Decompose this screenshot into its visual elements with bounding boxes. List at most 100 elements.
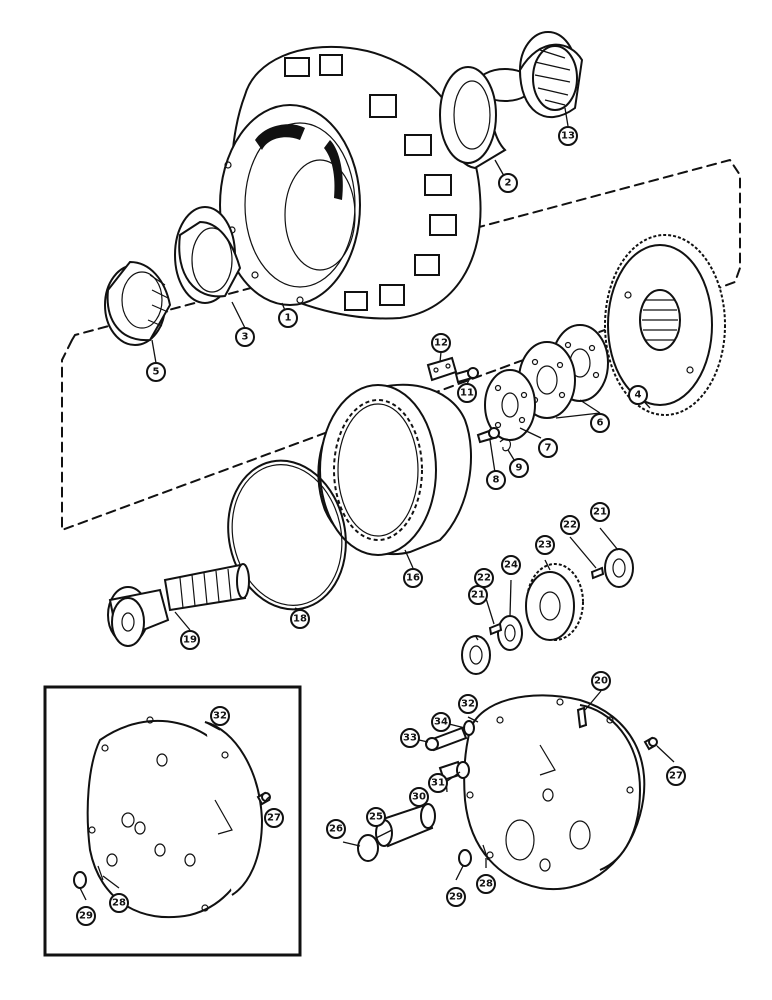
planet-washer [497,615,523,651]
seal-bottom-right [458,849,472,867]
planet-thrust-washers [461,548,634,675]
callout-30: 30 [409,787,429,807]
svg-text:11: 11 [460,388,474,399]
callout-1: 1 [278,308,298,328]
seal-inset [73,871,87,889]
callout-9: 9 [509,458,529,478]
callout-19: 19 [180,630,200,650]
end-cover-inset [86,716,264,919]
leader-lines [79,107,675,901]
callout-31: 31 [428,773,448,793]
callout-29-inset: 29 [76,906,96,926]
callout-2: 2 [498,173,518,193]
svg-text:27: 27 [267,813,281,824]
callout-22-left: 22 [474,568,494,588]
callout-22-right: 22 [560,515,580,535]
callout-29-right: 29 [446,887,466,907]
callout-24: 24 [501,555,521,575]
o-ring [227,459,347,611]
callout-3: 3 [235,327,255,347]
callout-13: 13 [558,126,578,146]
callout-21-left: 21 [468,585,488,605]
disconnect-pin [375,803,436,848]
svg-text:21: 21 [471,590,485,601]
o-ring-small [357,834,379,862]
svg-text:2: 2 [505,178,512,189]
svg-text:31: 31 [431,778,445,789]
svg-text:16: 16 [406,573,420,584]
bearing-cup-inner [174,206,242,304]
svg-text:29: 29 [449,892,463,903]
callout-25: 25 [366,807,386,827]
svg-text:25: 25 [369,812,383,823]
inset-frame [43,685,302,957]
svg-text:4: 4 [635,390,642,401]
svg-text:32: 32 [213,711,227,722]
planet-carrier-gear [604,234,726,416]
callout-34: 34 [431,712,451,732]
bearing-cone-inner [104,260,172,346]
callout-27-right: 27 [666,766,686,786]
callout-12: 12 [431,333,451,353]
svg-text:26: 26 [329,824,343,835]
svg-text:5: 5 [153,367,160,378]
svg-text:21: 21 [593,507,607,518]
svg-text:19: 19 [183,635,197,646]
callout-28-inset: 28 [109,893,129,913]
cover-bolt [425,720,475,752]
callout-4: 4 [628,385,648,405]
svg-text:18: 18 [293,614,307,625]
thrust-washers [518,324,609,419]
svg-text:22: 22 [563,520,577,531]
svg-text:9: 9 [516,463,523,474]
svg-text:34: 34 [434,717,448,728]
retaining-plate [484,369,536,441]
end-cover-right [463,694,646,891]
svg-text:1: 1 [285,313,292,324]
callout-28-right: 28 [476,874,496,894]
callout-26: 26 [326,819,346,839]
svg-text:28: 28 [479,879,493,890]
sun-gear-shaft [107,563,250,647]
svg-text:12: 12 [434,338,448,349]
hub-housing [219,45,482,320]
svg-text:32: 32 [461,699,475,710]
bolt-and-pin [476,427,511,452]
bearing-cone-outer [518,31,584,119]
svg-text:3: 3 [242,332,249,343]
svg-text:24: 24 [504,560,518,571]
dowel-pin [576,706,588,729]
svg-text:23: 23 [538,540,552,551]
callout-16: 16 [403,568,423,588]
callout-6: 6 [590,413,610,433]
svg-text:22: 22 [477,573,491,584]
callout-20: 20 [591,671,611,691]
svg-text:20: 20 [594,676,608,687]
svg-text:8: 8 [493,475,500,486]
spring-pin-bottom-right [482,844,489,861]
callout-33: 33 [400,728,420,748]
callout-27-inset: 27 [264,808,284,828]
svg-text:30: 30 [412,792,426,803]
svg-text:28: 28 [112,898,126,909]
needle-rollers [488,566,605,636]
svg-text:27: 27 [669,771,683,782]
lock-plate-and-bolt [426,356,479,384]
svg-text:7: 7 [545,443,552,454]
callout-5: 5 [146,362,166,382]
spring-pin-inset [97,865,104,881]
planet-gear [525,563,584,641]
svg-text:6: 6 [597,418,604,429]
callout-32-right: 32 [458,694,478,714]
drain-plug-inset [256,791,271,806]
callout-32-inset: 32 [210,706,230,726]
callout-21-right: 21 [590,502,610,522]
callout-23: 23 [535,535,555,555]
callout-8: 8 [486,470,506,490]
svg-text:29: 29 [79,911,93,922]
ring-gear [317,383,472,556]
svg-text:33: 33 [403,733,417,744]
bearing-cup-outer [439,66,534,170]
svg-text:13: 13 [561,131,575,142]
